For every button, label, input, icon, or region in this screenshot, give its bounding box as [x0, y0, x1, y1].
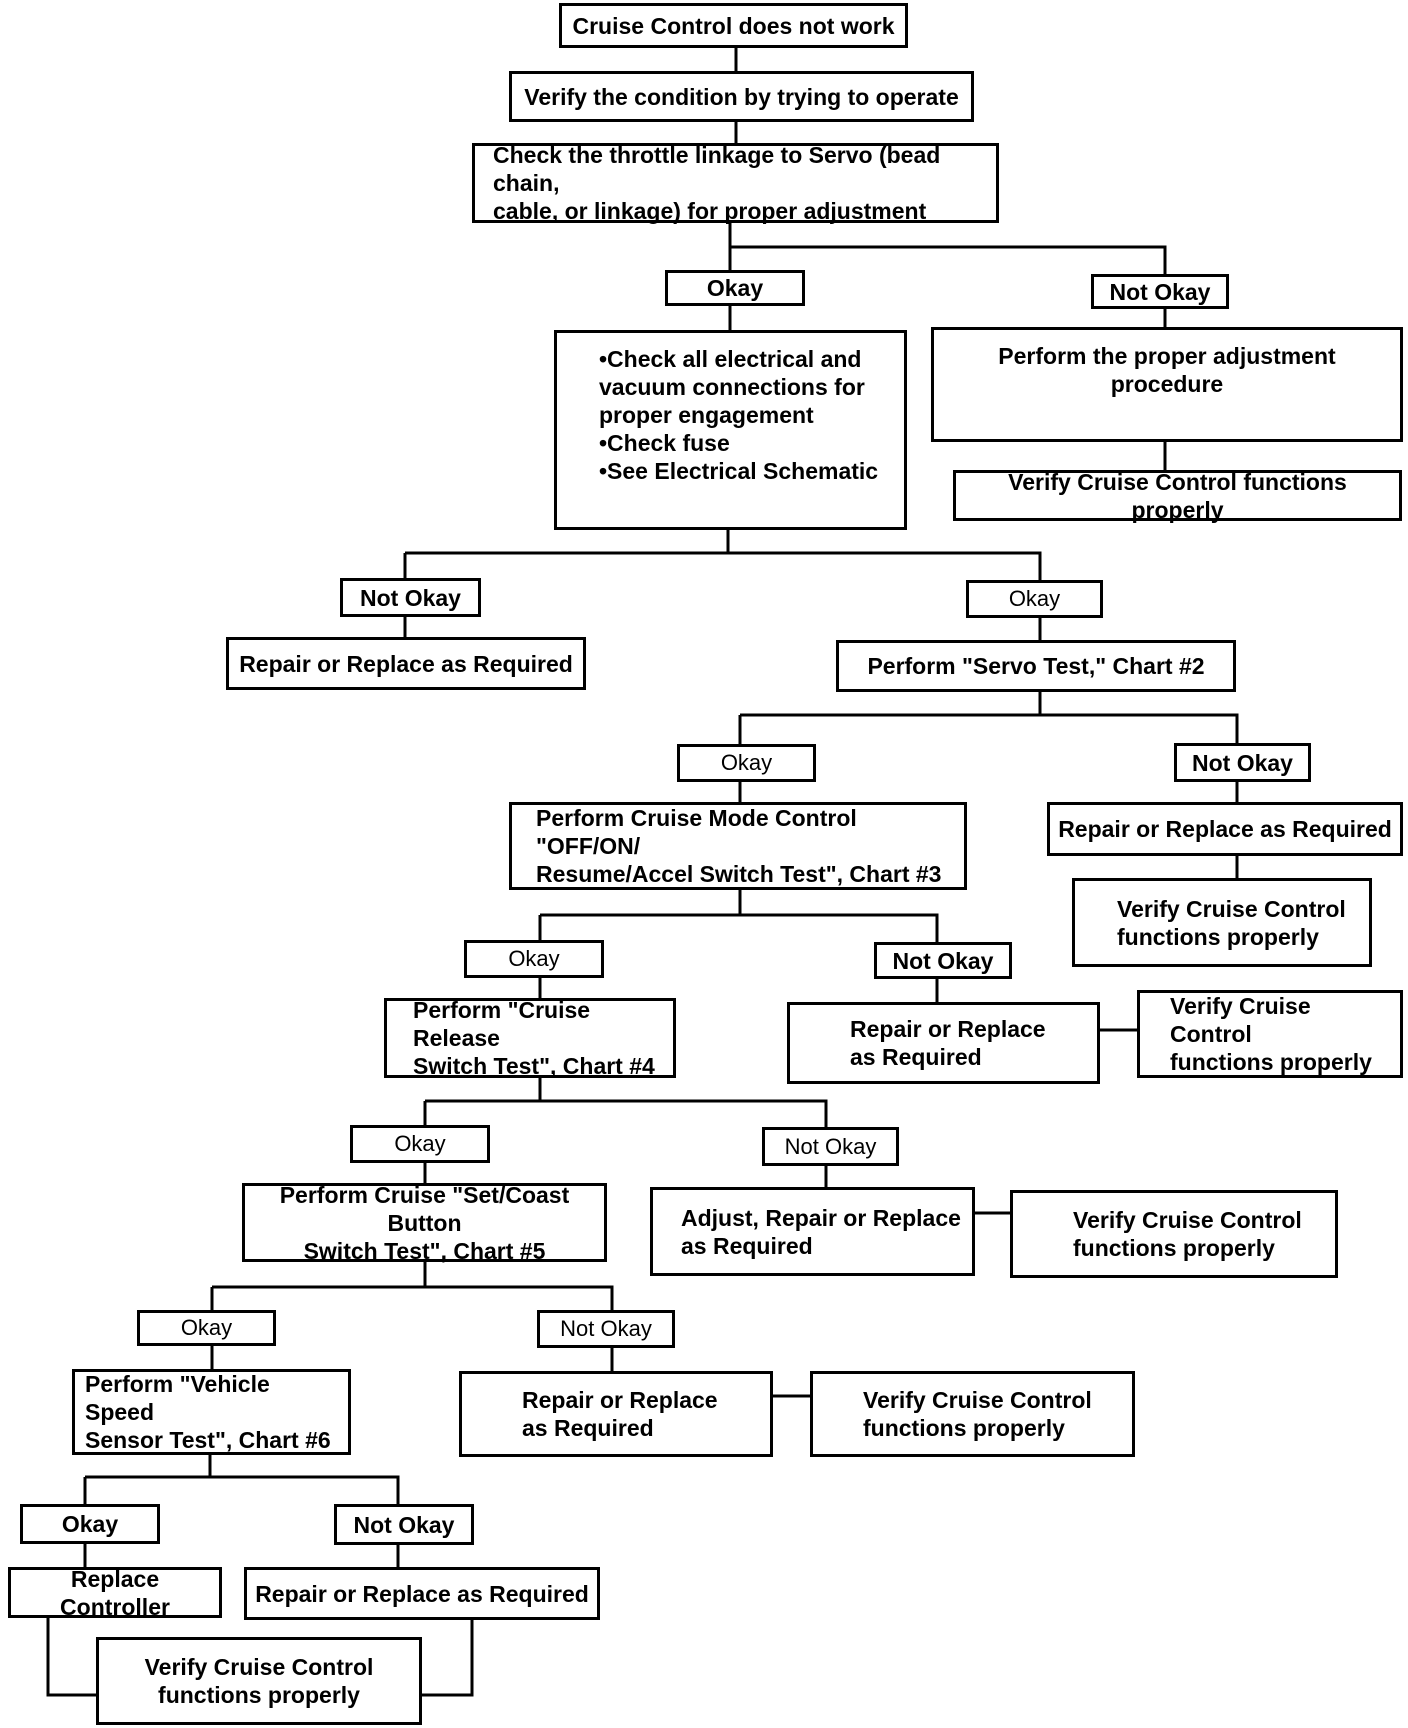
- repair-replace-box-4: Repair or Replace as Required: [787, 1002, 1100, 1084]
- not-okay-label-4: Not Okay: [874, 942, 1012, 979]
- repair-replace-box-7: Repair or Replace as Required: [244, 1567, 600, 1620]
- okay-label-3: Okay: [677, 744, 816, 782]
- perform-adjustment-box: Perform the proper adjustment procedure: [931, 327, 1403, 442]
- okay-label-1: Okay: [665, 270, 805, 306]
- verify-functions-box-5: Verify Cruise Control functions properly: [1010, 1190, 1338, 1278]
- verify-condition-box: Verify the condition by trying to operat…: [509, 71, 974, 122]
- verify-functions-box-1: Verify Cruise Control functions properly: [953, 469, 1402, 523]
- check-connections-box: •Check all electrical and vacuum connect…: [554, 330, 907, 530]
- okay-label-4: Okay: [464, 940, 604, 978]
- release-switch-test-box: Perform "Cruise Release Switch Test", Ch…: [384, 997, 676, 1079]
- verify-functions-box-4: Verify Cruise Control functions properly: [1137, 990, 1403, 1078]
- repair-replace-box-2: Repair or Replace as Required: [226, 637, 586, 690]
- set-coast-test-box: Perform Cruise "Set/Coast Button Switch …: [242, 1182, 607, 1264]
- not-okay-label-6: Not Okay: [537, 1310, 675, 1348]
- vehicle-speed-sensor-test-box: Perform "Vehicle Speed Sensor Test", Cha…: [72, 1369, 351, 1455]
- not-okay-label-5: Not Okay: [762, 1127, 899, 1166]
- replace-controller-box: Replace Controller: [8, 1566, 222, 1620]
- okay-label-5: Okay: [350, 1125, 490, 1163]
- okay-label-7: Okay: [20, 1504, 160, 1544]
- repair-replace-box-3: Repair or Replace as Required: [1047, 802, 1403, 856]
- check-throttle-linkage-box: Check the throttle linkage to Servo (bea…: [472, 142, 999, 224]
- not-okay-label-2: Not Okay: [340, 578, 481, 617]
- okay-label-2: Okay: [966, 580, 1103, 618]
- mode-control-test-box: Perform Cruise Mode Control "OFF/ON/ Res…: [509, 802, 967, 890]
- cruise-control-not-working-box: Cruise Control does not work: [559, 3, 908, 48]
- repair-replace-box-6: Repair or Replace as Required: [459, 1371, 773, 1457]
- okay-label-6: Okay: [137, 1310, 276, 1346]
- verify-functions-box-3: Verify Cruise Control functions properly: [1072, 878, 1372, 967]
- servo-test-box: Perform "Servo Test," Chart #2: [836, 640, 1236, 692]
- adjust-repair-replace-box: Adjust, Repair or Replace as Required: [650, 1187, 975, 1276]
- not-okay-label-1: Not Okay: [1091, 274, 1229, 309]
- verify-functions-box-6: Verify Cruise Control functions properly: [810, 1371, 1135, 1457]
- not-okay-label-7: Not Okay: [334, 1504, 474, 1545]
- not-okay-label-3: Not Okay: [1174, 743, 1311, 782]
- verify-functions-box-7: Verify Cruise Control functions properly: [96, 1637, 422, 1725]
